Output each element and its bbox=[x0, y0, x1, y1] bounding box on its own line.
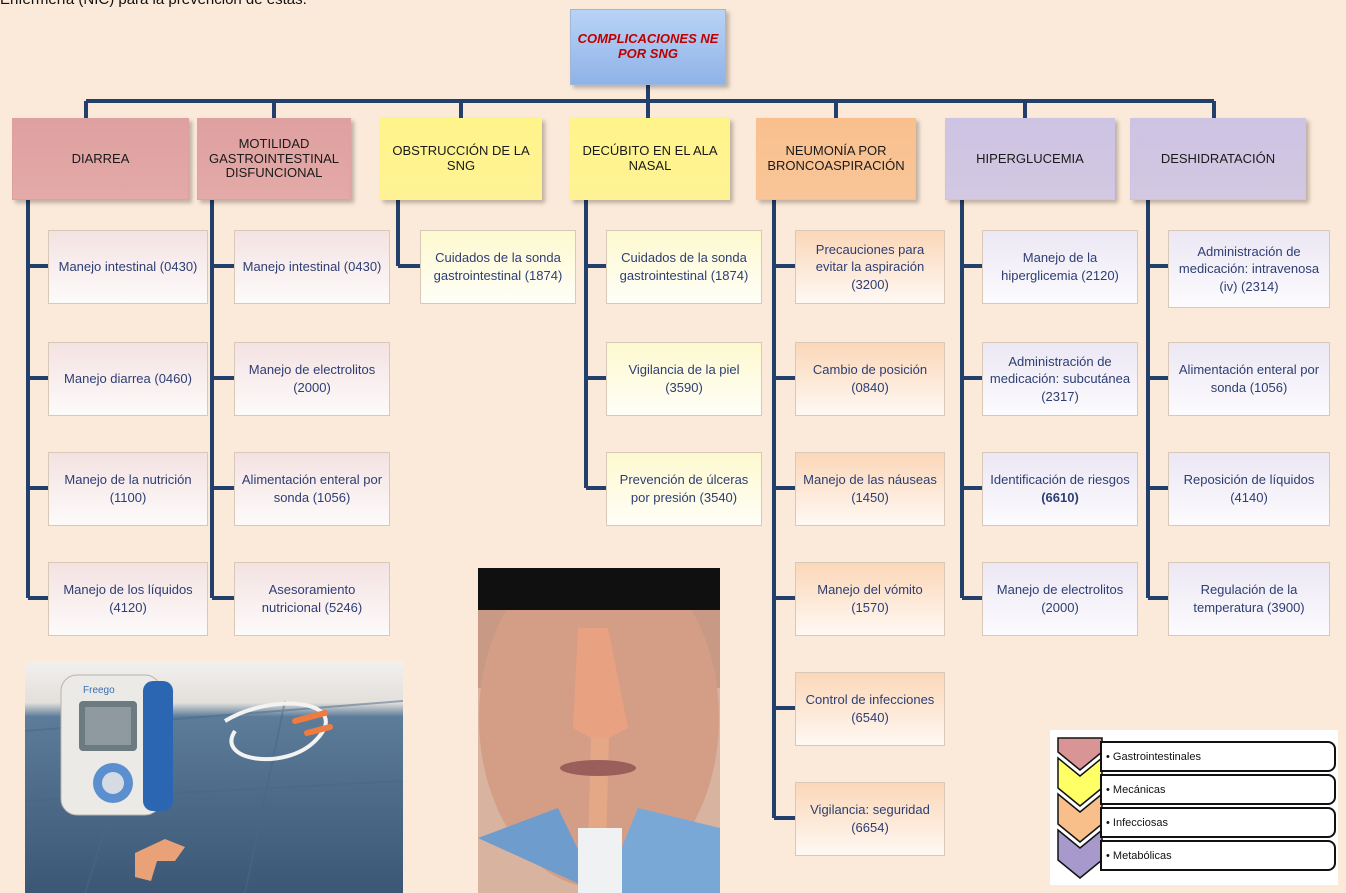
category-label: NEUMONÍA POR BRONCOASPIRACIÓN bbox=[767, 143, 905, 173]
leaf-motilidad-3: Asesoramiento nutricional (5246) bbox=[234, 562, 390, 636]
leaf-motilidad-2: Alimentación enteral por sonda (1056) bbox=[234, 452, 390, 526]
intro-text: Enfermería (NIC) para la prevención de e… bbox=[0, 0, 307, 8]
leaf-hiperglucemia-1: Administración de medicación: subcutánea… bbox=[982, 342, 1138, 416]
legend-label: • Metabólicas bbox=[1106, 849, 1172, 862]
feeding-pump-photo: Freego bbox=[25, 661, 403, 893]
legend-text: Infecciosas bbox=[1112, 816, 1168, 829]
patient-photo bbox=[478, 568, 720, 893]
category-label: DIARREA bbox=[71, 150, 130, 166]
leaf-deshidratacion-1: Alimentación enteral por sonda (1056) bbox=[1168, 342, 1330, 416]
leaf-diarrea-0: Manejo intestinal (0430) bbox=[48, 230, 208, 304]
leaf-diarrea-3: Manejo de los líquidos (4120) bbox=[48, 562, 208, 636]
bold-code: (6610) bbox=[1041, 490, 1079, 505]
leaf-motilidad-1: Manejo de electrolitos (2000) bbox=[234, 342, 390, 416]
leaf-neumonia-1: Cambio de posición (0840) bbox=[795, 342, 945, 416]
category-neumonia: NEUMONÍA POR BRONCOASPIRACIÓN bbox=[756, 118, 916, 200]
leaf-obstruccion-0: Cuidados de la sonda gastrointestinal (1… bbox=[420, 230, 576, 304]
leaf-hiperglucemia-2: Identificación de riesgos (6610) bbox=[982, 452, 1138, 526]
category-diarrea: DIARREA bbox=[12, 118, 189, 200]
legend-item-2: • Infecciosas bbox=[1100, 807, 1336, 838]
leaf-neumonia-3: Manejo del vómito (1570) bbox=[795, 562, 945, 636]
legend-label: • Mecánicas bbox=[1106, 783, 1166, 796]
legend-chevron-0 bbox=[1057, 737, 1103, 771]
leaf-hiperglucemia-0: Manejo de la hiperglicemia (2120) bbox=[982, 230, 1138, 304]
category-decubito: DECÚBITO EN EL ALA NASAL bbox=[570, 118, 730, 200]
leaf-neumonia-0: Precauciones para evitar la aspiración (… bbox=[795, 230, 945, 304]
category-label: HIPERGLUCEMIA bbox=[976, 150, 1084, 166]
leaf-decubito-0: Cuidados de la sonda gastrointestinal (1… bbox=[606, 230, 762, 304]
legend-item-3: • Metabólicas bbox=[1100, 840, 1336, 871]
leaf-neumonia-2: Manejo de las náuseas (1450) bbox=[795, 452, 945, 526]
legend-text: Mecánicas bbox=[1112, 783, 1166, 796]
leaf-neumonia-4: Control de infecciones (6540) bbox=[795, 672, 945, 746]
leaf-decubito-1: Vigilancia de la piel (3590) bbox=[606, 342, 762, 416]
category-motilidad: MOTILIDAD GASTROINTESTINAL DISFUNCIONAL bbox=[197, 118, 351, 200]
leaf-diarrea-2: Manejo de la nutrición (1100) bbox=[48, 452, 208, 526]
category-deshidratacion: DESHIDRATACIÓN bbox=[1130, 118, 1306, 200]
category-label: OBSTRUCCIÓN DE LA SNG bbox=[392, 143, 530, 173]
leaf-neumonia-5: Vigilancia: seguridad (6654) bbox=[795, 782, 945, 856]
pump-brand: Freego bbox=[83, 685, 115, 696]
legend-label: • Gastrointestinales bbox=[1106, 750, 1201, 763]
leaf-text: Identificación de riesgos bbox=[990, 472, 1130, 488]
legend-label: • Infecciosas bbox=[1106, 816, 1168, 829]
category-label: DESHIDRATACIÓN bbox=[1160, 150, 1276, 166]
leaf-hiperglucemia-3: Manejo de electrolitos (2000) bbox=[982, 562, 1138, 636]
legend-text: Metabólicas bbox=[1112, 849, 1172, 862]
leaf-deshidratacion-3: Regulación de la temperatura (3900) bbox=[1168, 562, 1330, 636]
category-label: DECÚBITO EN EL ALA NASAL bbox=[582, 143, 718, 173]
leaf-decubito-2: Prevención de úlceras por presión (3540) bbox=[606, 452, 762, 526]
legend-text: Gastrointestinales bbox=[1112, 750, 1201, 763]
legend-item-0: • Gastrointestinales bbox=[1100, 741, 1336, 772]
category-hiperglucemia: HIPERGLUCEMIA bbox=[945, 118, 1115, 200]
leaf-deshidratacion-2: Reposición de líquidos (4140) bbox=[1168, 452, 1330, 526]
category-label: MOTILIDAD GASTROINTESTINAL DISFUNCIONAL bbox=[208, 135, 340, 181]
root-node: COMPLICACIONES NE POR SNG bbox=[570, 9, 726, 85]
leaf-deshidratacion-0: Administración de medicación: intravenos… bbox=[1168, 230, 1330, 308]
leaf-diarrea-1: Manejo diarrea (0460) bbox=[48, 342, 208, 416]
legend-item-1: • Mecánicas bbox=[1100, 774, 1336, 805]
category-obstruccion: OBSTRUCCIÓN DE LA SNG bbox=[380, 118, 542, 200]
leaf-motilidad-0: Manejo intestinal (0430) bbox=[234, 230, 390, 304]
